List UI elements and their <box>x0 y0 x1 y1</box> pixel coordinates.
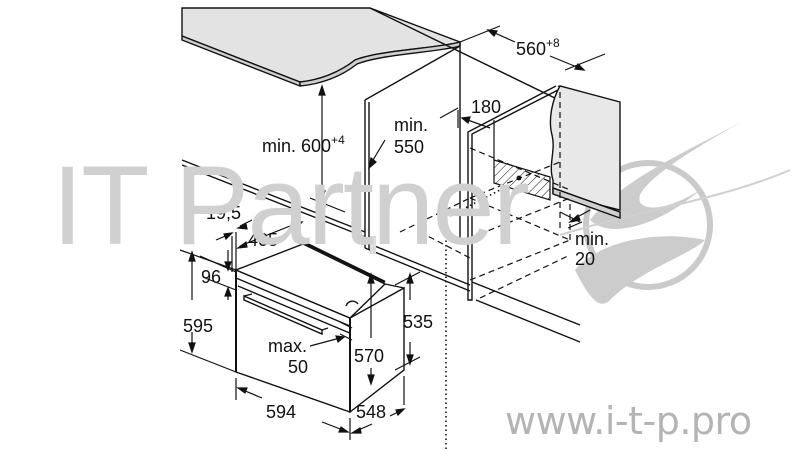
dim-top-depth: 405 <box>248 230 278 250</box>
dim-niche-depth-l1: min. <box>394 115 428 135</box>
worktop <box>181 7 601 121</box>
dim-door-gap-l2: 50 <box>288 357 308 377</box>
dimension-lines <box>179 25 606 440</box>
vent-opening <box>493 159 551 201</box>
adjacent-cabinet-side <box>549 85 621 219</box>
dim-front-height: 595 <box>183 316 213 336</box>
dim-front-width: 594 <box>266 402 296 422</box>
dim-vent-opening: 180 <box>471 97 501 117</box>
dim-door-gap-l1: max. <box>268 336 307 356</box>
dim-body-height: 535 <box>403 312 433 332</box>
dim-rear-gap-l1: min. <box>575 229 609 249</box>
dim-front-panel-offset: 19,5 <box>206 203 241 223</box>
dim-panel-height: 96 <box>201 267 221 287</box>
watermark-logo-icon <box>559 120 791 304</box>
watermark-title: IT Partner <box>52 143 530 268</box>
dim-body-depth-side: 570 <box>354 346 384 366</box>
dim-niche-depth-l2: 550 <box>394 137 424 157</box>
dim-niche-height: min.600+4 <box>262 133 345 156</box>
dim-rear-gap-l2: 20 <box>575 249 595 269</box>
dim-niche-width: 560+8 <box>516 36 560 59</box>
dim-body-depth: 548 <box>356 402 386 422</box>
oven <box>234 240 405 414</box>
dotted-centerline <box>445 189 501 450</box>
watermark-url: www.i-t-p.pro <box>505 399 752 443</box>
